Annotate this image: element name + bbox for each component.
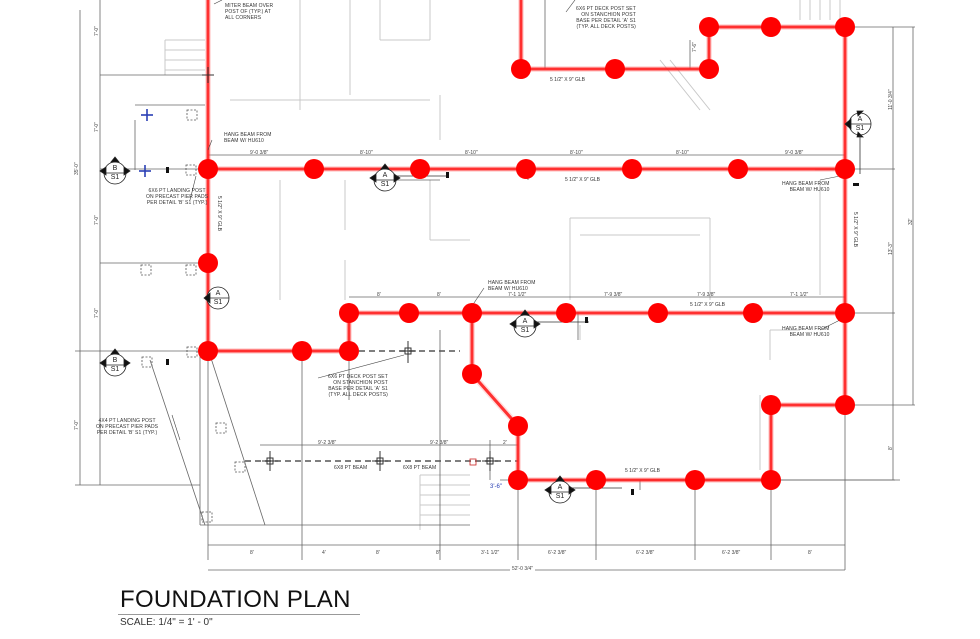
dim-bottom-1: 8': [250, 550, 254, 556]
note-landing-post-6x6: 6X6 PT LANDING POST ON PRECAST PIER PADS…: [146, 188, 209, 206]
beam-label-right-vertical: 5 1/2" X 9" GLB: [852, 212, 858, 247]
dim-middle-5: 7'-9 3/8": [697, 292, 716, 298]
title-underline: [118, 614, 360, 615]
dim-right-3: 8': [888, 446, 894, 450]
dim-upper-5: 8'-10": [676, 150, 689, 156]
background-walls: [164, 0, 841, 530]
dim-lower-deck-3: 2': [503, 440, 507, 446]
beam-label-top: 5 1/2" X 9" GLB: [550, 77, 585, 83]
dim-bottom-8: 6'-2 3/8": [722, 550, 741, 556]
dim-bottom-2: 4': [322, 550, 326, 556]
section-cut-caps: [166, 167, 859, 495]
dim-upper-2: 8'-10": [360, 150, 373, 156]
note-pt-beam-2: 6X8 PT BEAM: [403, 465, 437, 471]
dim-upper-3: 8'-10": [465, 150, 478, 156]
note-deck-post-mid: 6X6 PT DECK POST SET ON STANCHION POST B…: [328, 374, 388, 398]
dim-right-2: 13'-3": [888, 242, 894, 255]
dim-left-2: 7'-0": [94, 122, 100, 132]
dim-bottom-5: 3'-1 1/2": [481, 550, 500, 556]
dim-left-5: 7'-0": [74, 420, 80, 430]
dim-left-1: 7'-0": [94, 26, 100, 36]
drawing-title: FOUNDATION PLAN: [120, 586, 351, 613]
dim-middle-4: 7'-9 3/8": [604, 292, 623, 298]
dim-bottom-7: 6'-2 3/8": [636, 550, 655, 556]
dim-bottom-3: 8': [376, 550, 380, 556]
dim-left-3: 7'-0": [94, 215, 100, 225]
leader-lines: [171, 0, 841, 441]
dim-bottom-6: 6'-2 3/8": [548, 550, 567, 556]
note-miter-beam: MITER BEAM OVER POST OF (TYP.) AT ALL CO…: [225, 3, 274, 21]
red-marker-square: [469, 458, 477, 466]
dim-top-small: 7'-6": [692, 42, 698, 52]
note-hang-beam-left: HANG BEAM FROM BEAM W/ HU610: [224, 132, 272, 144]
landing-post-blue-crosses: [139, 109, 153, 177]
dim-middle-3: 7'-1 1/2": [508, 292, 527, 298]
note-hang-beam-mid: HANG BEAM FROM BEAM W/ HU610: [488, 280, 536, 292]
dim-right-4: 32': [908, 218, 914, 225]
section-marker-symbols: [99, 110, 872, 504]
dim-upper-1: 9'-0 3/8": [250, 150, 269, 156]
beam-label-bottom: 5 1/2" X 9" GLB: [625, 468, 660, 474]
dim-middle-6: 7'-1 1/2": [790, 292, 809, 298]
note-deck-post-top: 6X6 PT DECK POST SET ON STANCHION POST B…: [576, 6, 636, 30]
dim-overall-bottom: 52'-0 3/4": [510, 566, 536, 572]
note-hang-beam-right-top: HANG BEAM FROM BEAM W/ HU610: [782, 181, 830, 193]
note-pt-beam-1: 6X8 PT BEAM: [334, 465, 368, 471]
beam-label-middle: 5 1/2" X 9" GLB: [690, 302, 725, 308]
gridlines: [75, 0, 915, 571]
dim-upper-4: 8'-10": [570, 150, 583, 156]
dim-middle-1: 8': [377, 292, 381, 298]
pier-pads: [140, 109, 246, 523]
note-hang-beam-right-mid: HANG BEAM FROM BEAM W/ HU610: [782, 326, 830, 338]
dim-right-1: 11'-0 3/4": [888, 89, 894, 110]
beam-label-upper-main: 5 1/2" X 9" GLB: [565, 177, 600, 183]
beam-label-left-vertical: 5 1/2" X 9" GLB: [216, 196, 222, 231]
note-landing-post-4x4: 4X4 PT LANDING POST ON PRECAST PIER PADS…: [96, 418, 159, 436]
dim-upper-6: 9'-0 3/8": [785, 150, 804, 156]
dim-lower-deck-2: 9'-2 3/8": [430, 440, 449, 446]
dim-left-overall: 35'-0": [74, 162, 80, 175]
dim-middle-2: 8': [437, 292, 441, 298]
dim-left-4: 7'-0": [94, 308, 100, 318]
drawing-scale: SCALE: 1/4" = 1' - 0": [120, 617, 213, 628]
dim-lower-deck-1: 9'-2 3/8": [318, 440, 337, 446]
dim-blue-stair: 3'-6": [490, 484, 502, 490]
dim-bottom-9: 8': [808, 550, 812, 556]
dim-bottom-4: 8': [436, 550, 440, 556]
post-piers: [198, 17, 855, 490]
stanchion-post-crosses: [202, 67, 498, 471]
